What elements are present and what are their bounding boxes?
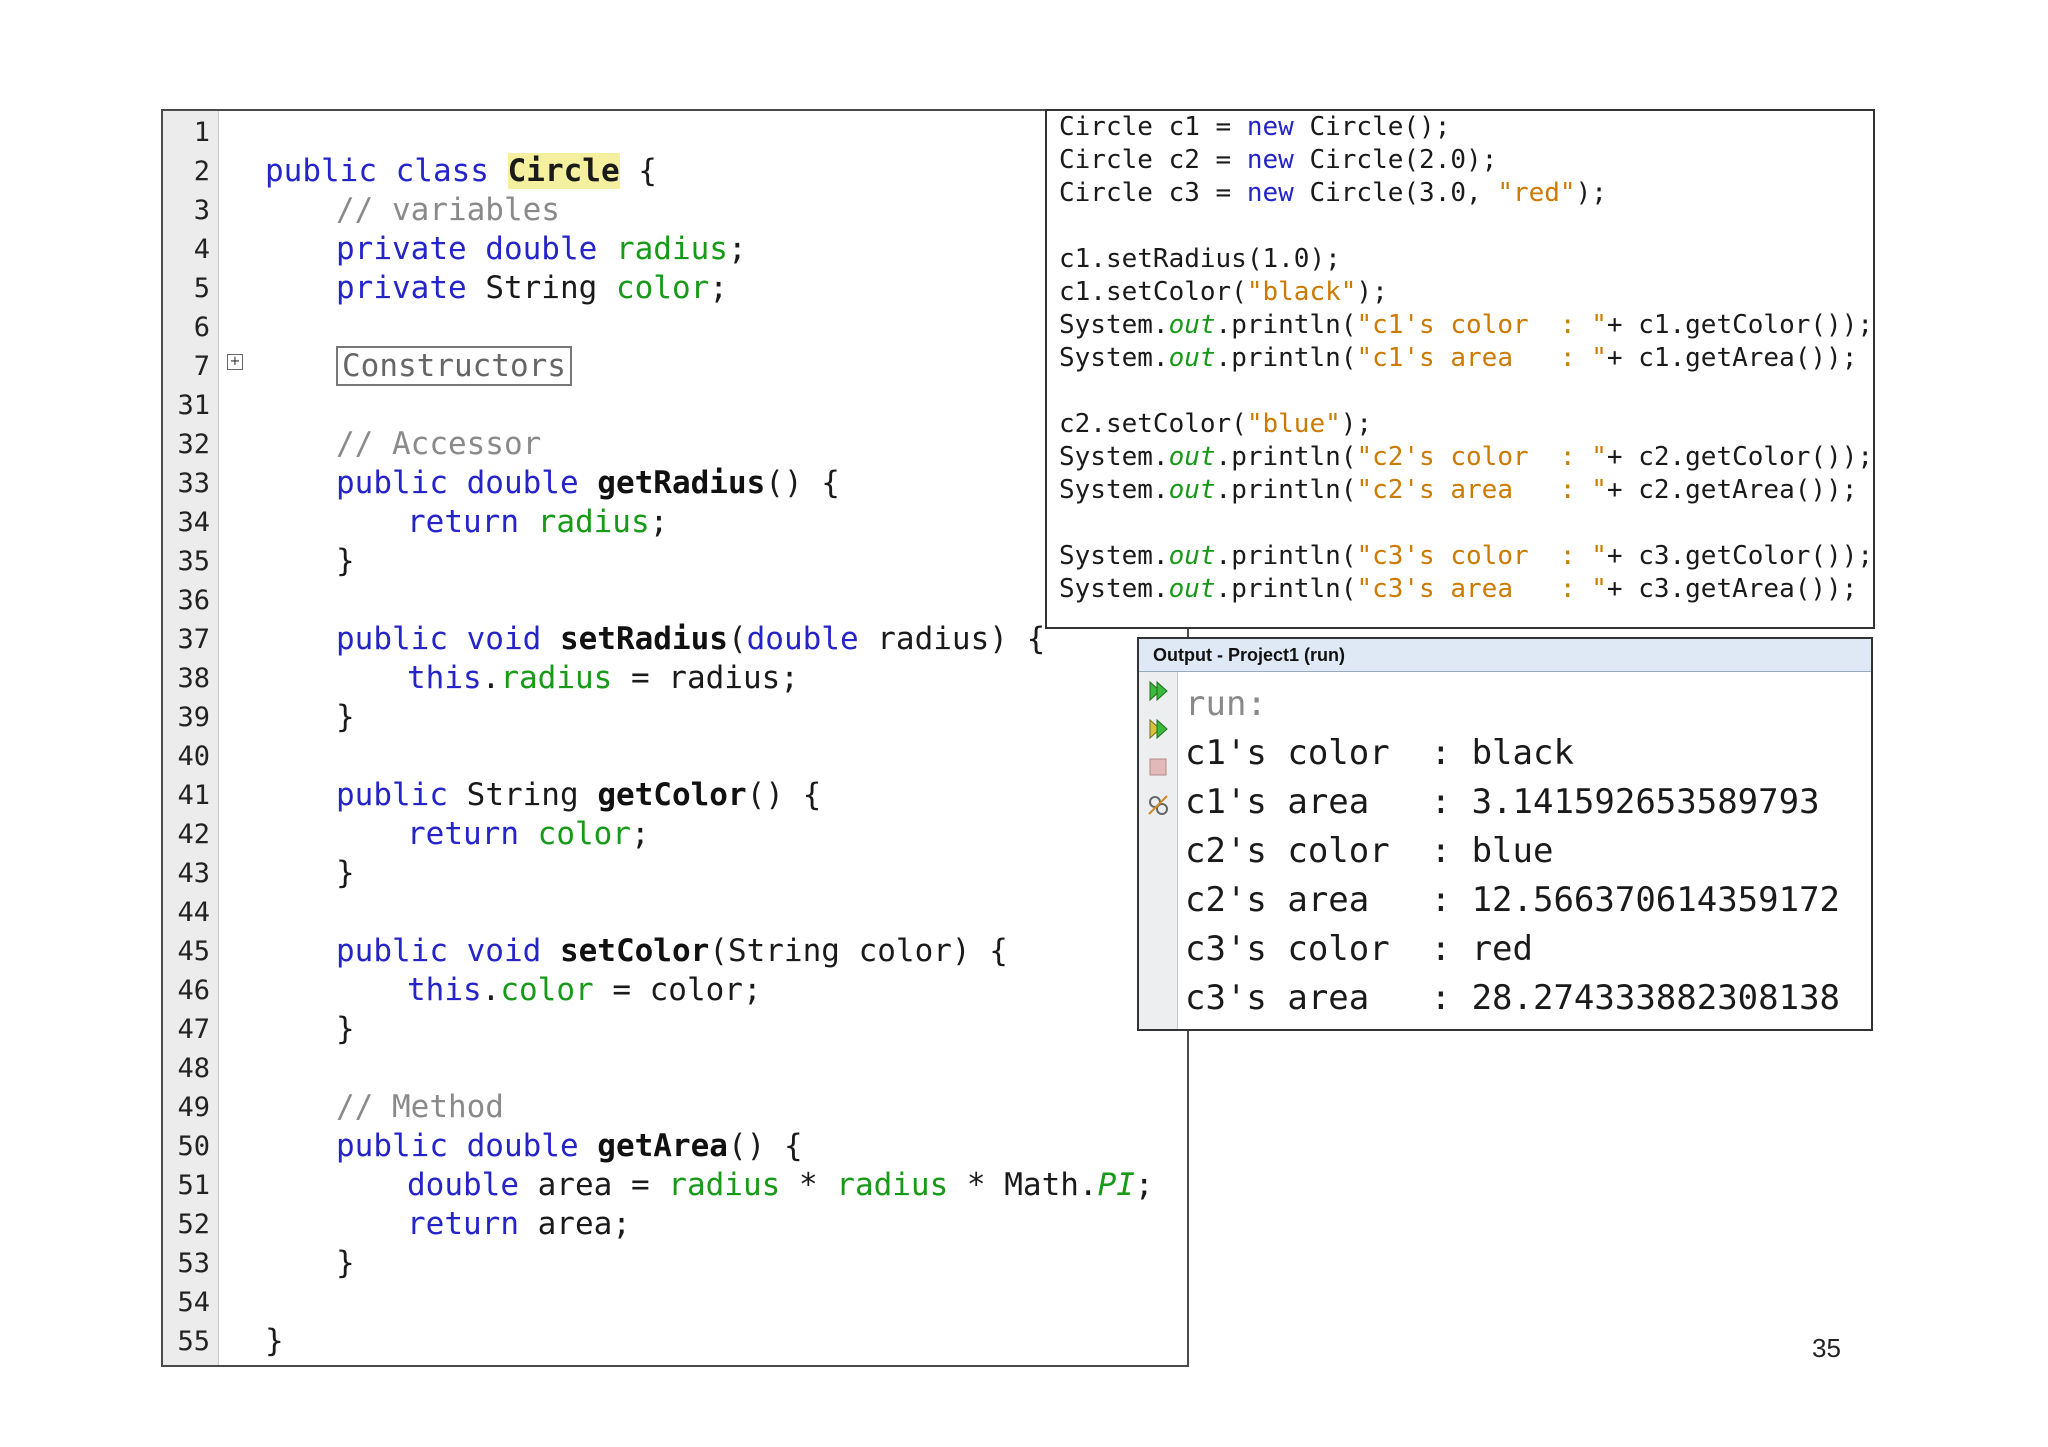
line-number: 5 [193,273,210,304]
code-comment: // variables [336,192,560,228]
line-number: 48 [177,1053,210,1084]
output-line: c3's color : red [1185,929,1533,969]
line-number: 50 [177,1131,210,1162]
rerun-with-params-icon[interactable] [1147,718,1169,740]
code-line: public class Circle { [265,153,657,189]
line-number: 37 [177,624,210,655]
line-number: 35 [177,546,210,577]
usage-snippet-panel: Circle c1 = new Circle(); Circle c2 = ne… [1045,109,1875,629]
line-number: 33 [177,468,210,499]
line-number: 53 [177,1248,210,1279]
line-number: 51 [177,1170,210,1201]
line-number: 36 [177,585,210,616]
stop-icon[interactable] [1147,756,1169,778]
line-number: 44 [177,897,210,928]
line-number: 6 [193,312,210,343]
snippet-line: c2.setColor("blue"); [1059,409,1373,439]
output-line: c2's area : 12.566370614359172 [1185,880,1841,920]
code-line: return area; [407,1206,631,1242]
code-line: private String color; [336,270,728,306]
snippet-line: System.out.println("c1's area : "+ c1.ge… [1059,343,1858,373]
code-editor[interactable]: 1 2 3 4 5 6 7 31 32 33 34 35 36 37 38 39… [161,109,1189,1367]
line-number: 1 [193,117,210,148]
snippet-line: Circle c1 = new Circle(); [1059,112,1451,142]
code-line: } [336,855,355,891]
code-comment: // Accessor [336,426,542,462]
folded-region[interactable]: Constructors [336,346,572,386]
settings-icon[interactable] [1147,794,1169,816]
code-line: Constructors [336,346,572,386]
code-line: this.color = color; [407,972,762,1008]
line-number: 45 [177,936,210,967]
line-number: 41 [177,780,210,811]
code-line: } [336,543,355,579]
output-toolbar [1139,672,1178,1029]
class-name: Circle [507,153,620,189]
snippet-line: System.out.println("c1's color : "+ c1.g… [1059,310,1873,340]
code-line: } [265,1323,284,1359]
snippet-line: Circle c2 = new Circle(2.0); [1059,145,1498,175]
line-number: 32 [177,429,210,460]
line-number: 54 [177,1287,210,1318]
line-number-gutter: 1 2 3 4 5 6 7 31 32 33 34 35 36 37 38 39… [163,111,219,1365]
line-number: 3 [193,195,210,226]
line-number: 4 [193,234,210,265]
output-run-label: run: [1185,684,1267,724]
code-line: public void setRadius(double radius) { [336,621,1046,657]
line-number: 46 [177,975,210,1006]
code-line: this.radius = radius; [407,660,799,696]
line-number: 52 [177,1209,210,1240]
output-line: c2's color : blue [1185,831,1554,871]
code-line: public double getRadius() { [336,465,840,501]
output-line: c1's area : 3.141592653589793 [1185,782,1820,822]
line-number: 43 [177,858,210,889]
line-number: 55 [177,1326,210,1357]
code-line: } [336,1011,355,1047]
page-number: 35 [1812,1333,1841,1363]
line-number: 2 [193,156,210,187]
expand-fold-icon[interactable]: + [227,354,243,370]
code-line: } [336,699,355,735]
snippet-line: System.out.println("c3's color : "+ c3.g… [1059,541,1873,571]
code-line: return radius; [407,504,669,540]
code-line: } [336,1245,355,1281]
line-number: 42 [177,819,210,850]
output-title[interactable]: Output - Project1 (run) [1139,639,1871,672]
code-line: public double getArea() { [336,1128,803,1164]
code-line: public void setColor(String color) { [336,933,1008,969]
code-line: public String getColor() { [336,777,822,813]
snippet-line: System.out.println("c3's area : "+ c3.ge… [1059,574,1858,604]
snippet-line: c1.setRadius(1.0); [1059,244,1341,274]
line-number: 7 [193,351,210,382]
output-line: c3's area : 28.274333882308138 [1185,978,1841,1018]
code-line: return color; [407,816,650,852]
snippet-line: System.out.println("c2's area : "+ c2.ge… [1059,475,1858,505]
line-number: 49 [177,1092,210,1123]
snippet-line: Circle c3 = new Circle(3.0, "red"); [1059,178,1607,208]
snippet-line: System.out.println("c2's color : "+ c2.g… [1059,442,1873,472]
output-panel: Output - Project1 (run) run: c1's color … [1137,637,1873,1031]
line-number: 34 [177,507,210,538]
line-number: 38 [177,663,210,694]
code-comment: // Method [336,1089,504,1125]
line-number: 40 [177,741,210,772]
code-line: private double radius; [336,231,747,267]
code-line: double area = radius * radius * Math.PI; [407,1167,1154,1203]
snippet-line: c1.setColor("black"); [1059,277,1388,307]
rerun-icon[interactable] [1147,680,1169,702]
line-number: 47 [177,1014,210,1045]
line-number: 39 [177,702,210,733]
output-line: c1's color : black [1185,733,1574,773]
line-number: 31 [177,390,210,421]
